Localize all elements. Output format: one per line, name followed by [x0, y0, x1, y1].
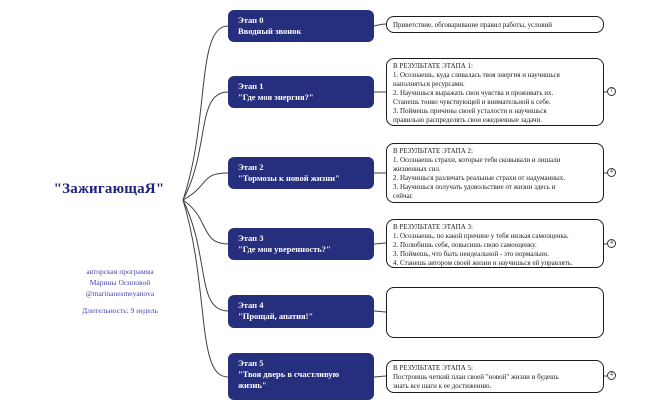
stage-label: Этап 5: [238, 358, 264, 368]
link-stage4-result: [373, 310, 387, 313]
link-stage5-result: [373, 375, 387, 378]
stage-label: Этап 4: [238, 300, 264, 310]
stage-label: Этап 0: [238, 15, 264, 25]
text-line: наполняться ресурсами.: [393, 80, 465, 88]
text-line: Построишь четкий план своей "новой" жизн…: [393, 373, 559, 381]
hidden-count-badge-1[interactable]: 7: [607, 87, 616, 96]
stage-node-5[interactable]: Этап 5 "Твоя дверь в счастливую жизнь": [228, 353, 374, 400]
text-line: 2. Научишься различать реальные страхи о…: [393, 174, 565, 182]
hidden-count-badge-5[interactable]: 4: [607, 371, 616, 380]
text-line: сейчас: [393, 192, 413, 200]
result-heading: В РЕЗУЛЬТАТЕ ЭТАПА 2:: [393, 147, 473, 155]
text-line: Марины Осиповой: [89, 278, 151, 287]
hidden-count-badge-3[interactable]: 4: [607, 239, 616, 248]
text-line: 1. Осознаешь, куда сливалась твоя энерги…: [393, 71, 560, 79]
branch-stage4: [182, 199, 229, 312]
stage-subtitle: "Тормозы к новой жизни": [238, 173, 340, 183]
text-line: правильно распределять свои ежедневные з…: [393, 116, 542, 124]
branch-stage0: [182, 25, 229, 201]
link-stage3-result: [373, 242, 387, 245]
branch-stage2: [182, 172, 229, 201]
stage-label: Этап 2: [238, 162, 264, 172]
branch-stage3: [182, 199, 229, 245]
stage-node-0[interactable]: Этап 0 Вводный звонок: [228, 10, 374, 42]
result-node-4[interactable]: [386, 287, 604, 338]
stage-subtitle: "Твоя дверь в счастливую жизнь": [238, 369, 340, 390]
text-line: знать все шаги к ее достижению.: [393, 382, 492, 390]
text-line: @marinanesmeyanova: [85, 289, 155, 298]
result-node-3[interactable]: В РЕЗУЛЬТАТЕ ЭТАПА 3: 1. Осознаешь, по к…: [386, 219, 604, 268]
result-node-2[interactable]: В РЕЗУЛЬТАТЕ ЭТАПА 2: 1. Осознаешь страх…: [386, 143, 604, 203]
stage-subtitle: "Где моя энергия?": [238, 92, 314, 102]
text-line: 2. Полюбишь себя, повысишь свою самооцен…: [393, 241, 537, 249]
text-line: 1. Осознаешь, по какой причине у тебя ни…: [393, 232, 569, 240]
stage-subtitle: "Прощай, апатия!": [238, 311, 314, 321]
result-node-1[interactable]: В РЕЗУЛЬТАТЕ ЭТАПА 1: 1. Осознаешь, куда…: [386, 58, 604, 126]
result-heading: В РЕЗУЛЬТАТЕ ЭТАПА 1:: [393, 62, 473, 70]
result-lines: 1. Осознаешь, по какой причине у тебя ни…: [393, 232, 597, 268]
result-lines: Построишь четкий план своей "новой" жизн…: [393, 373, 597, 391]
result-lines: Приветствие, обговаривание правил работы…: [393, 21, 597, 30]
stage-label: Этап 1: [238, 81, 264, 91]
result-heading: В РЕЗУЛЬТАТЕ ЭТАПА 5:: [393, 364, 473, 372]
result-lines: 1. Осознаешь страхи, которые тебя сковыв…: [393, 156, 597, 201]
text-line: Приветствие, обговаривание правил работы…: [393, 21, 553, 29]
result-lines: 1. Осознаешь, куда сливалась твоя энерги…: [393, 71, 597, 125]
stage-label: Этап 3: [238, 233, 264, 243]
stage-subtitle: Вводный звонок: [238, 26, 302, 36]
text-line: 3. Поймешь, что быть неидеальной - это н…: [393, 250, 550, 258]
text-line: 4. Станешь автором своей жизни и научишь…: [393, 259, 573, 267]
text-line: 3. Научишься получать удовольствие от жи…: [393, 183, 556, 191]
text-line: 1. Осознаешь страхи, которые тебя сковыв…: [393, 156, 561, 164]
stage-node-2[interactable]: Этап 2 "Тормозы к новой жизни": [228, 157, 374, 189]
branch-stage5: [182, 199, 229, 378]
text-line: 3. Поймешь причины своей усталости и нау…: [393, 107, 547, 115]
text-line: Станешь тонко чувствующей и внимательной…: [393, 98, 551, 106]
branch-stage1: [182, 91, 229, 201]
stage-subtitle: "Где моя уверенность?": [238, 244, 331, 254]
map-root-title[interactable]: "ЗажигающаЯ": [53, 181, 165, 197]
result-heading: В РЕЗУЛЬТАТЕ ЭТАПА 3:: [393, 223, 473, 231]
duration-note: Длительность: 9 недель: [82, 306, 158, 315]
stage-node-4[interactable]: Этап 4 "Прощай, апатия!": [228, 295, 374, 328]
hidden-count-badge-2[interactable]: 4: [607, 168, 616, 177]
text-line: жизненных сил.: [393, 165, 441, 173]
result-node-5[interactable]: В РЕЗУЛЬТАТЕ ЭТАПА 5: Построишь четкий п…: [386, 360, 604, 393]
result-node-0[interactable]: Приветствие, обговаривание правил работы…: [386, 16, 604, 33]
stage-node-1[interactable]: Этап 1 "Где моя энергия?": [228, 76, 374, 108]
link-stage0-result: [373, 23, 387, 27]
text-line: 2. Научишься выражать свои чувства и про…: [393, 89, 554, 97]
text-line: авторская программа: [86, 267, 154, 276]
stage-node-3[interactable]: Этап 3 "Где моя уверенность?": [228, 228, 374, 260]
